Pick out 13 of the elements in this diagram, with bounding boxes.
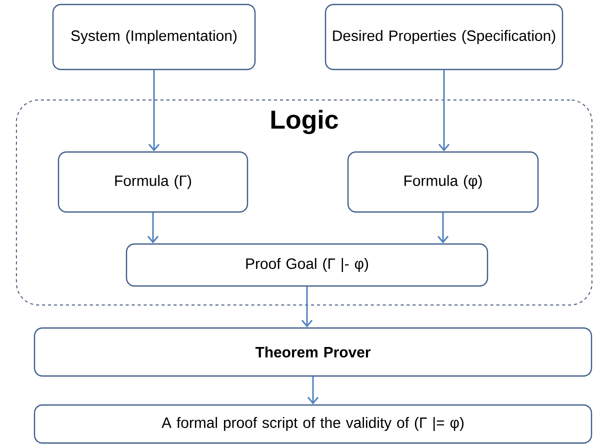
process-box: System (Implementation) — [52, 4, 256, 70]
arrow — [148, 70, 160, 152]
arrow — [147, 212, 159, 244]
process-box: Formula (Γ) — [58, 151, 248, 213]
arrow — [307, 376, 319, 404]
process-box: A formal proof script of the validity of (Γ |= φ) — [34, 404, 592, 444]
arrow — [438, 70, 450, 152]
process-box: Formula (φ) — [347, 151, 539, 213]
process-box: Desired Properties (Specification) — [324, 4, 564, 70]
arrow — [437, 212, 449, 244]
process-box: Theorem Prover — [34, 327, 592, 377]
process-box: Proof Goal (Γ |- φ) — [126, 243, 488, 287]
arrow — [301, 286, 313, 328]
